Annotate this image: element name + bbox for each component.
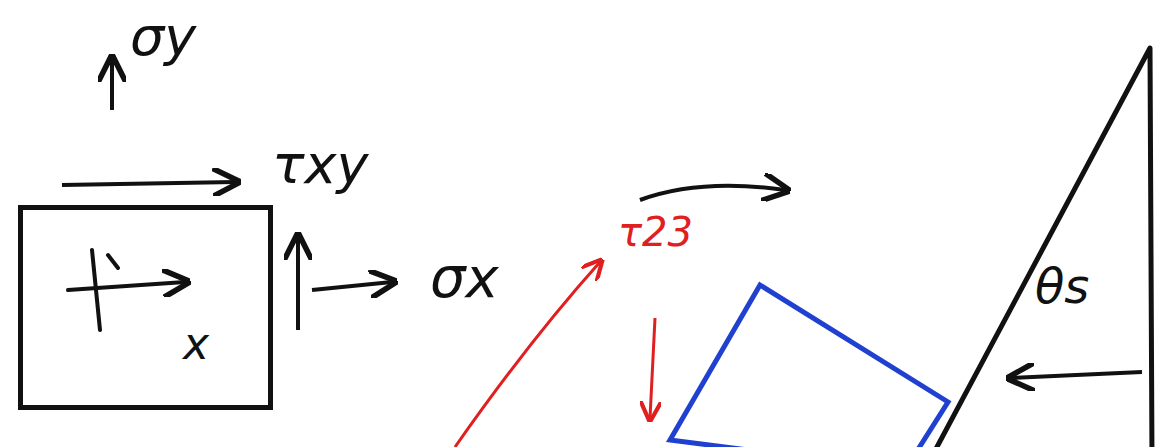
stress-label: τxy xyxy=(272,138,368,192)
stress-label: σy xyxy=(130,10,196,64)
curved-arrow xyxy=(640,186,785,200)
shear-arrow-right xyxy=(296,238,300,330)
stress-label: τ23 xyxy=(618,212,693,252)
wedge xyxy=(930,48,1152,447)
stress-label: θs xyxy=(1035,262,1089,310)
angle-arrow xyxy=(1012,372,1142,378)
axis-label: x xyxy=(183,322,209,366)
sigma-x-arrow xyxy=(312,282,392,290)
stress-label: σx xyxy=(430,250,499,306)
red-shear-arrow xyxy=(650,318,655,418)
element-axes xyxy=(68,250,185,330)
shear-arrow-top xyxy=(62,182,235,185)
rotated-element xyxy=(670,285,948,447)
stress-element-box: x xyxy=(18,205,273,410)
sigma-y-arrow xyxy=(110,60,114,110)
